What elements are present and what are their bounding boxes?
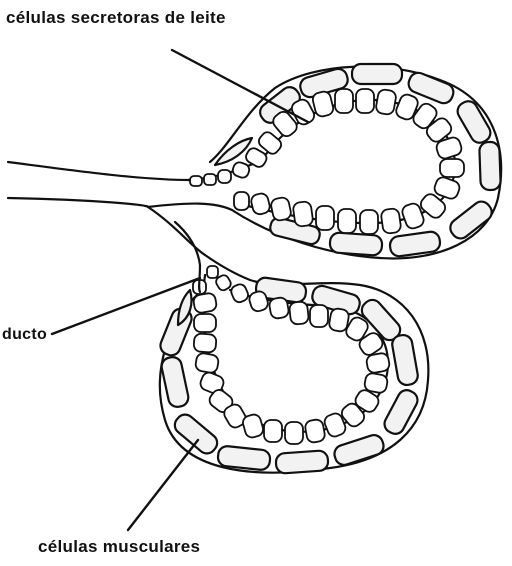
secretory-cell: [337, 208, 357, 234]
secretory-cell: [288, 300, 310, 326]
secretory-cell: [304, 418, 326, 444]
secretory-cell: [193, 313, 217, 333]
muscle-cell: [333, 434, 385, 466]
secretory-cell: [223, 403, 247, 429]
muscle-cell: [449, 200, 493, 240]
secretory-cell: [268, 296, 290, 320]
secretory-cell: [248, 290, 269, 313]
duct-branch-outer: [146, 205, 207, 257]
muscle-cell: [216, 445, 272, 471]
secretory-cell: [309, 304, 329, 328]
muscle-cell: [350, 62, 404, 86]
secretory-cell: [323, 412, 347, 438]
muscle-cell: [383, 389, 419, 435]
secretory-cell: [206, 265, 219, 279]
muscle-cell: [274, 449, 330, 475]
lower-muscle-cells: [159, 276, 419, 475]
lower-secretory-cells: [192, 265, 391, 445]
muscle-cell: [456, 100, 492, 144]
secretory-cell: [395, 93, 419, 121]
secretory-cell: [270, 196, 292, 222]
secretory-cell: [250, 192, 271, 216]
muscle-cell: [160, 356, 190, 408]
secretory-cell: [363, 372, 389, 394]
leader-line-duct: [50, 276, 202, 336]
secretory-cell: [192, 292, 218, 314]
secretory-cell: [345, 316, 369, 342]
secretory-cell: [233, 191, 250, 211]
duct-label: ducto: [2, 326, 48, 343]
secretory-cell: [433, 176, 461, 200]
secretory-cell: [231, 161, 251, 179]
secretory-cells-label: células secretoras de leite: [6, 8, 226, 27]
secretory-cell: [340, 402, 366, 428]
secretory-cell: [189, 175, 203, 187]
secretory-cell: [245, 147, 268, 168]
muscle-cell: [328, 231, 384, 257]
muscle-cell: [407, 71, 455, 105]
secretory-cell: [358, 332, 384, 356]
secretory-cell: [355, 88, 375, 114]
secretory-cell: [257, 131, 283, 155]
secretory-cell: [194, 352, 220, 374]
secretory-cell: [401, 202, 425, 230]
secretory-cell: [439, 158, 465, 178]
upper-alveolus-outer-wall: [146, 65, 503, 260]
secretory-cell: [334, 88, 354, 114]
secretory-cell: [359, 209, 379, 235]
secretory-cell: [217, 169, 232, 184]
secretory-cell: [199, 371, 225, 395]
secretory-cell: [380, 207, 402, 235]
secretory-cell: [292, 200, 314, 228]
secretory-cell: [192, 332, 218, 354]
leader-line-secretory: [170, 48, 310, 124]
duct-wall-upper: [6, 160, 192, 182]
muscle-cell: [173, 413, 219, 455]
secretory-cell: [203, 173, 217, 186]
secretory-cell: [435, 136, 463, 160]
muscle-cells-label: células musculares: [38, 537, 201, 556]
secretory-cell: [328, 307, 350, 333]
secretory-cell: [263, 419, 283, 443]
leader-line-muscle: [126, 438, 200, 532]
muscle-cell: [213, 136, 254, 167]
secretory-cell: [215, 274, 232, 292]
secretory-cell: [425, 117, 453, 143]
secretory-cell: [284, 421, 304, 445]
secretory-cell: [315, 205, 335, 231]
secretory-cell: [242, 413, 264, 439]
secretory-cell: [419, 193, 447, 219]
duct: [6, 160, 207, 294]
secretory-cell: [230, 283, 249, 304]
secretory-cell: [272, 110, 298, 138]
secretory-cell: [354, 389, 380, 413]
secretory-cell: [365, 352, 391, 374]
duct-branch-inner: [173, 220, 202, 294]
secretory-cell: [375, 88, 397, 116]
secretory-cell: [412, 102, 438, 130]
upper-secretory-cells: [189, 88, 465, 235]
duct-wall-lower: [6, 196, 150, 209]
secretory-cell: [311, 90, 335, 118]
muscle-cell: [388, 230, 442, 258]
muscle-cell: [478, 140, 502, 192]
muscle-cell: [391, 333, 419, 387]
